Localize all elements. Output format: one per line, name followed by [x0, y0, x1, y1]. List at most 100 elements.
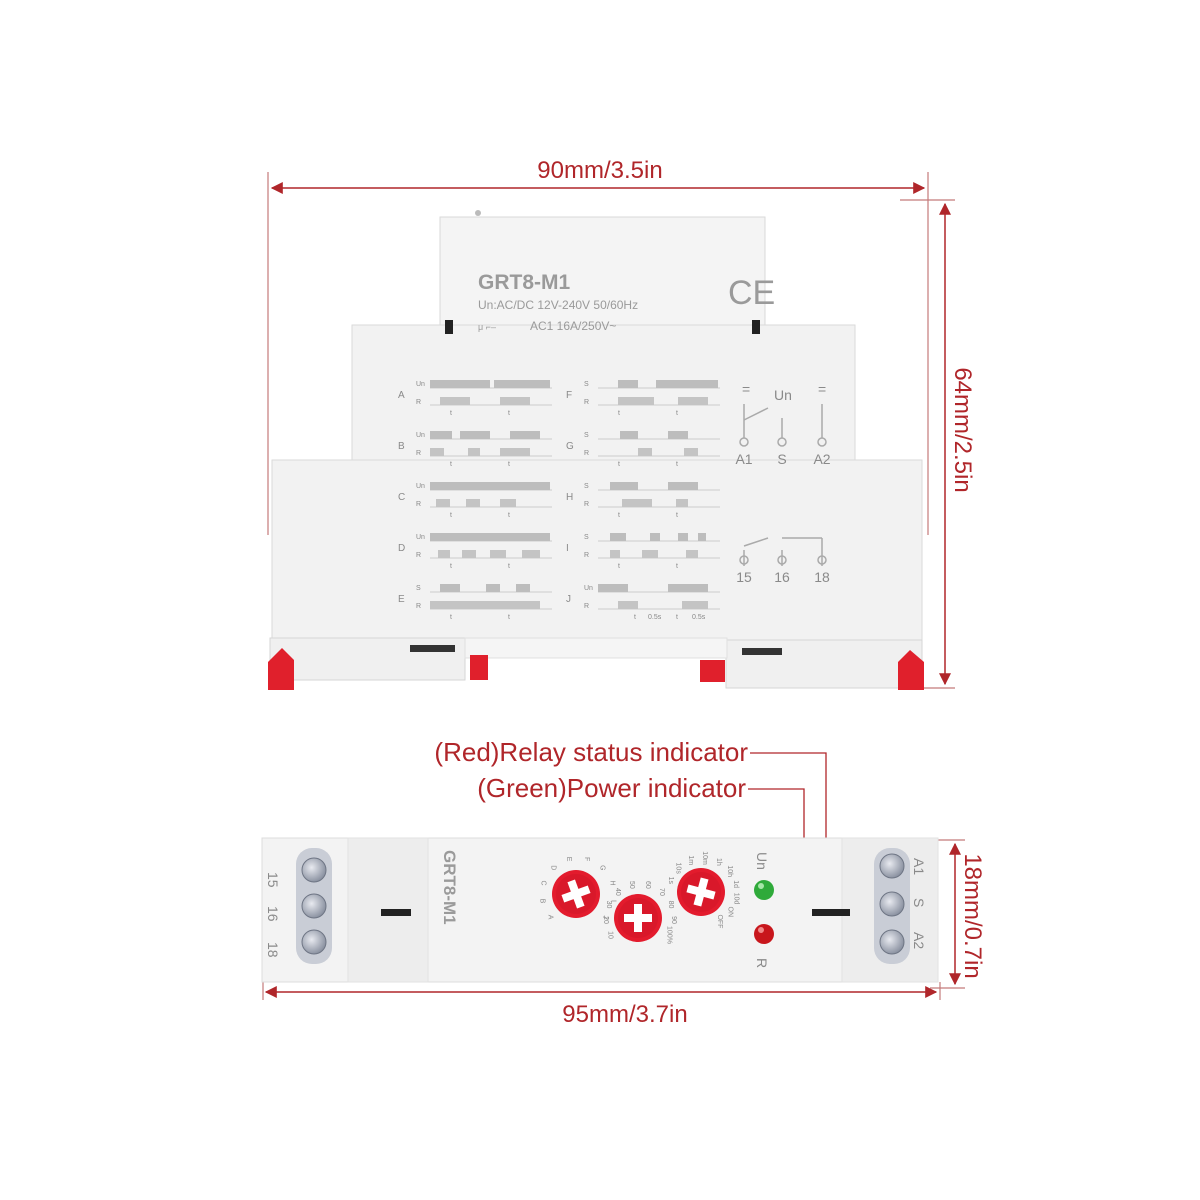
timing-t-label: t: [450, 461, 452, 468]
range-dial-label: 1h: [715, 858, 722, 866]
mode-dial-label: D: [549, 865, 556, 870]
timing-t-label: t: [450, 512, 452, 519]
timing-t-label: t: [676, 512, 678, 519]
timing-t-label: t: [618, 410, 620, 417]
relay-front-view: GRT8-M1 CE Un:AC/DC 12V-240V 50/60Hz μ ⌐…: [268, 210, 924, 690]
timing-mode-letter: C: [398, 492, 405, 503]
time-dial-label: 70: [658, 888, 665, 896]
timing-t-label: t: [676, 563, 678, 570]
timing-mode-letter: E: [398, 594, 405, 605]
time-dial-label: 30: [605, 901, 612, 909]
din-clip-icon: [700, 660, 725, 682]
timing-t-label: t: [618, 563, 620, 570]
screw-icon[interactable]: [879, 853, 905, 879]
supply-label: Un: [774, 387, 792, 403]
time-dial-label: 100%: [665, 926, 672, 944]
timing-t-label: t: [618, 461, 620, 468]
time-dial-label: 80: [667, 901, 674, 909]
timing-t-label: t: [508, 512, 510, 519]
left-terminal-block: 15 16 18: [265, 848, 332, 964]
front-height-dimension: 64mm/2.5in: [900, 199, 976, 689]
dc-symbol-icon: =: [818, 381, 826, 397]
mode-selector-knob[interactable]: [552, 870, 600, 918]
timing-t-label: t: [508, 461, 510, 468]
timing-t-label: t: [450, 410, 452, 417]
front-height-label: 64mm/2.5in: [949, 367, 976, 492]
timing-row-label: S: [416, 585, 421, 592]
timing-t-label: t: [634, 614, 636, 621]
mode-dial-label: F: [583, 857, 590, 861]
time-dial-label: 10: [607, 931, 614, 939]
time-dial-label: 40: [614, 888, 621, 896]
mode-dial-label: E: [565, 857, 572, 862]
side-model-name: GRT8-M1: [440, 850, 459, 925]
time-dial-label: 90: [670, 916, 677, 924]
screw-icon[interactable]: [301, 893, 327, 919]
power-indicator-callout: (Green)Power indicator: [477, 773, 746, 803]
relay-indicator-callout: (Red)Relay status indicator: [434, 737, 748, 767]
screw-icon[interactable]: [301, 857, 327, 883]
timing-mode-letter: B: [398, 441, 405, 452]
range-selector-knob[interactable]: [677, 868, 725, 916]
timing-relay-label: R: [416, 603, 421, 610]
range-dial-label: 10d: [732, 893, 739, 905]
side-terminal-a2: A2: [911, 932, 927, 949]
side-width-dimension: 95mm/3.7in: [262, 982, 941, 1028]
timing-t-label: 0.5s: [692, 614, 706, 621]
range-dial-label: 10h: [726, 865, 733, 877]
led-label-r: R: [754, 958, 770, 968]
timing-t-label: t: [676, 614, 678, 621]
timing-row-label: S: [584, 483, 589, 490]
time-dial-label: 50: [628, 881, 635, 889]
timing-relay-label: R: [416, 399, 421, 406]
timing-row-label: Un: [416, 534, 425, 541]
side-terminal-15: 15: [265, 872, 281, 888]
screw-icon[interactable]: [879, 891, 905, 917]
range-dial-label: 1d: [732, 880, 739, 888]
timing-t-label: t: [618, 512, 620, 519]
timing-row-label: S: [584, 534, 589, 541]
front-model-name: GRT8-M1: [478, 271, 570, 294]
terminal-18-label: 18: [814, 569, 830, 585]
timing-relay-label: R: [584, 450, 589, 457]
timing-t-label: t: [676, 461, 678, 468]
timing-mode-letter: F: [566, 390, 572, 401]
power-led-icon: [754, 880, 774, 900]
front-contact-rating: AC1 16A/250V~: [530, 319, 616, 333]
screw-icon[interactable]: [301, 929, 327, 955]
front-supply-rating: Un:AC/DC 12V-240V 50/60Hz: [478, 298, 638, 312]
terminal-a2-label: A2: [813, 451, 830, 467]
side-terminal-16: 16: [265, 906, 281, 922]
timing-t-label: t: [508, 614, 510, 621]
timing-row-label: Un: [416, 432, 425, 439]
mode-dial-label: A: [546, 915, 553, 920]
mode-dial-label: H: [608, 880, 615, 885]
timing-relay-label: R: [416, 552, 421, 559]
mode-dial-label: B: [539, 899, 546, 904]
range-dial-label: 10s: [675, 863, 682, 875]
screw-icon[interactable]: [879, 929, 905, 955]
ce-mark-icon: CE: [728, 274, 775, 312]
side-terminal-a1: A1: [911, 858, 927, 875]
terminal-15-label: 15: [736, 569, 752, 585]
timing-relay-label: R: [416, 501, 421, 508]
timing-mode-letter: G: [566, 441, 574, 452]
din-clip-icon: [470, 655, 488, 680]
side-terminal-18: 18: [265, 942, 281, 958]
time-adjust-knob[interactable]: [614, 894, 662, 942]
relay-led-icon: [754, 924, 774, 944]
timing-mode-letter: A: [398, 390, 405, 401]
front-width-label: 90mm/3.5in: [537, 157, 662, 184]
range-dial-label: ON: [727, 907, 734, 918]
timing-row-label: S: [584, 381, 589, 388]
range-dial-label: 1m: [687, 855, 694, 865]
mode-dial-label: C: [540, 880, 547, 885]
mode-dial-label: J: [602, 915, 609, 919]
timing-relay-label: R: [584, 603, 589, 610]
terminal-s-label: S: [777, 451, 786, 467]
